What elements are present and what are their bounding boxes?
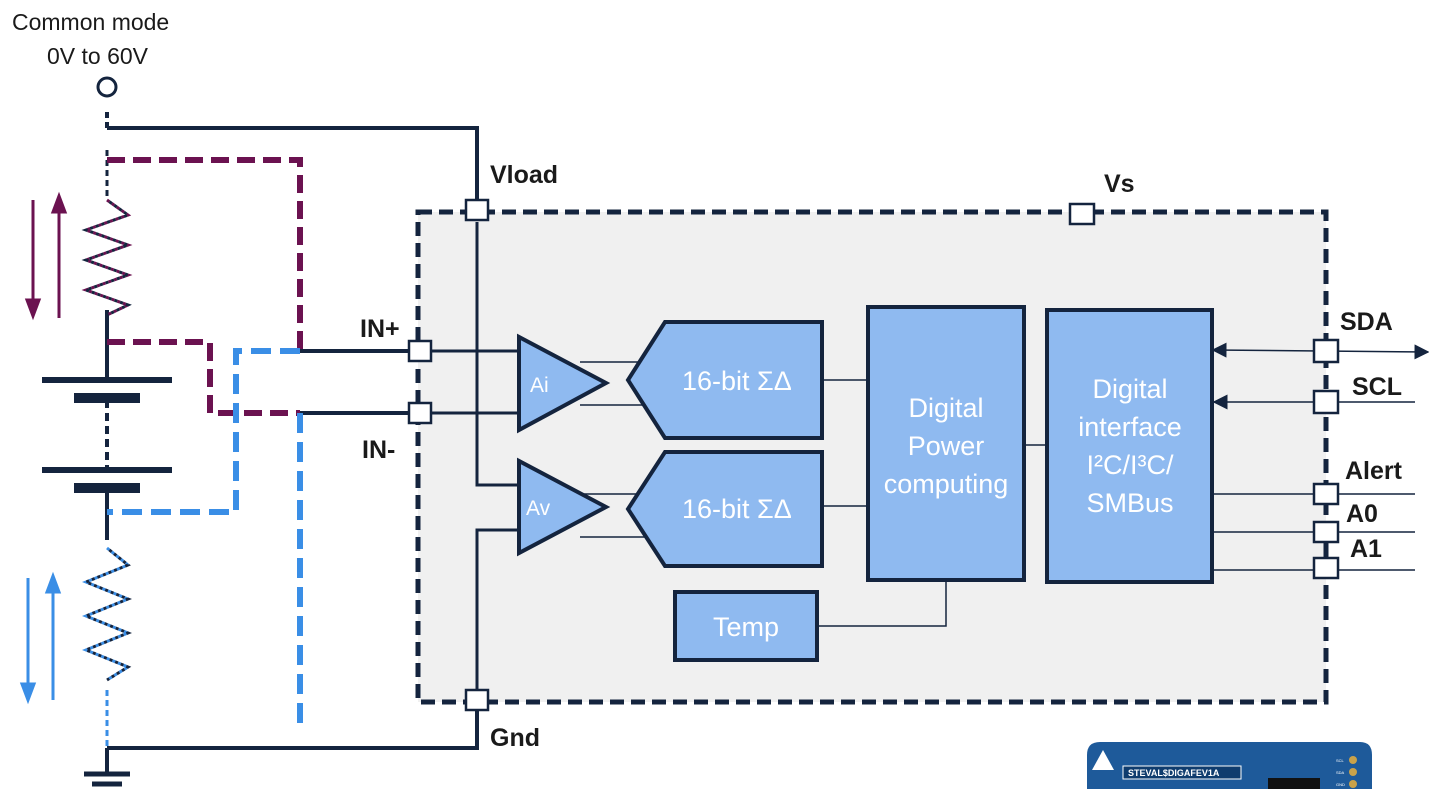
board-pin-label-3: GND <box>1336 782 1345 787</box>
a1-pad <box>1312 556 1340 580</box>
common-mode-range-label: 0V to 60V <box>47 43 149 69</box>
a0-pad <box>1312 520 1340 544</box>
digital-power-block <box>866 305 1026 582</box>
sda-label: SDA <box>1340 308 1393 336</box>
board-pin-label-2: SDA <box>1336 770 1345 775</box>
purple-current-path <box>107 157 303 416</box>
adc-voltage-label: 16-bit ΣΔ <box>682 494 792 524</box>
blue-current-path <box>107 348 303 730</box>
vs-label: Vs <box>1104 170 1135 198</box>
board-pin-label-1: SCL <box>1336 758 1345 763</box>
scl-pad <box>1312 389 1340 415</box>
voltage-amplifier-label: Av <box>526 497 551 520</box>
current-arrows-purple-icon <box>24 191 68 321</box>
current-amplifier <box>517 333 611 434</box>
battery-icon <box>42 377 172 493</box>
vload-pad <box>464 198 490 222</box>
shunt-resistor-upper-icon <box>81 198 133 317</box>
current-amplifier-label: Ai <box>530 374 549 397</box>
digital-interface-line-2: interface <box>1078 412 1182 442</box>
adc-current-label: 16-bit ΣΔ <box>682 366 792 396</box>
a1-label: A1 <box>1350 535 1382 563</box>
alert-pad <box>1312 482 1340 506</box>
ground-symbol-icon <box>84 771 130 787</box>
digital-interface-line-4: SMBus <box>1086 488 1173 518</box>
digital-power-line-3: computing <box>884 469 1009 499</box>
common-mode-label: Common mode <box>12 9 169 35</box>
digital-interface-line-3: I²C/I³C/ <box>1087 450 1174 480</box>
gnd-pad <box>464 688 490 712</box>
current-arrows-blue-icon <box>19 571 62 705</box>
esd-warning-icon <box>1092 750 1114 770</box>
pin-pads <box>407 198 1340 712</box>
voltage-amplifier <box>517 457 611 557</box>
alert-label: Alert <box>1345 457 1403 485</box>
evaluation-board-image: STEVAL$DIGAFEV1A SCL SDA GND <box>1087 742 1372 789</box>
temp-block <box>673 590 819 662</box>
load-resistor-lower-icon <box>82 546 132 682</box>
adc-voltage <box>625 450 824 568</box>
sda-pad <box>1312 338 1340 364</box>
digital-power-line-1: Digital <box>908 393 983 423</box>
vload-label: Vload <box>490 161 558 189</box>
adc-current <box>625 320 824 440</box>
digital-power-line-2: Power <box>908 431 985 461</box>
in-minus-label: IN- <box>362 436 395 464</box>
board-label: STEVAL$DIGAFEV1A <box>1128 768 1220 778</box>
in-plus-pad <box>407 339 433 363</box>
scl-label: SCL <box>1352 373 1402 401</box>
common-mode-terminal <box>96 76 118 98</box>
digital-interface-block <box>1045 308 1214 584</box>
in-plus-label: IN+ <box>360 315 400 343</box>
vs-pad <box>1068 202 1096 226</box>
gnd-label: Gnd <box>490 724 540 752</box>
in-minus-pad <box>407 401 433 425</box>
temp-label: Temp <box>713 612 779 642</box>
digital-interface-line-1: Digital <box>1092 374 1167 404</box>
a0-label: A0 <box>1346 500 1378 528</box>
wiring <box>105 112 1429 772</box>
